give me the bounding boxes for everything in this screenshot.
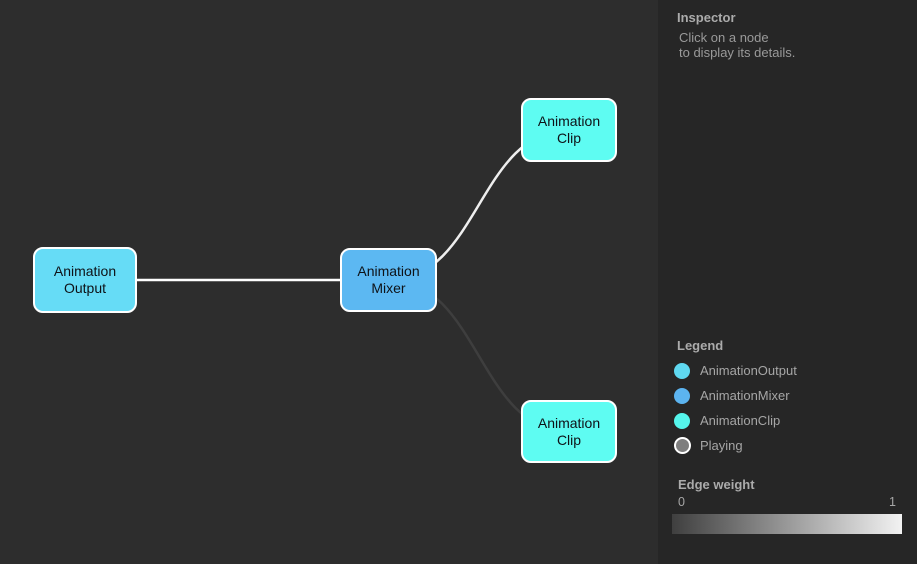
edge-weight-gradient-bar <box>672 514 902 534</box>
legend-item-animation-mixer: AnimationMixer <box>674 383 903 408</box>
edge-weight-min-label: 0 <box>678 495 685 509</box>
inspector-title: Inspector <box>677 10 736 25</box>
legend-item-playing: Playing <box>673 433 903 458</box>
inspector-section: Inspector Click on a node to display its… <box>677 10 903 60</box>
animation-clip-color-icon <box>674 412 690 429</box>
playing-ring-icon <box>673 437 691 454</box>
graph-node-animation-mixer[interactable]: Animation Mixer <box>340 248 437 312</box>
inspector-hint-line: Click on a node <box>679 30 769 45</box>
edge-weight-section: Edge weight 0 1 <box>672 477 902 534</box>
graph-node-animation-clip-top[interactable]: Animation Clip <box>521 98 617 162</box>
legend-item-animation-output: AnimationOutput <box>674 358 903 383</box>
edge-weight-max-label: 1 <box>889 495 896 509</box>
animation-output-color-icon <box>674 362 690 379</box>
legend-item-label: AnimationMixer <box>700 388 790 403</box>
animation-mixer-color-icon <box>674 387 690 404</box>
inspector-hint-line: to display its details. <box>679 45 796 60</box>
graph-node-animation-output[interactable]: Animation Output <box>33 247 137 313</box>
legend-item-animation-clip: AnimationClip <box>674 408 903 433</box>
legend-section: Legend AnimationOutput AnimationMixer An… <box>673 338 903 458</box>
graph-node-animation-clip-bottom[interactable]: Animation Clip <box>521 400 617 463</box>
legend-item-label: AnimationClip <box>700 413 781 428</box>
inspector-panel: Inspector Click on a node to display its… <box>658 0 917 564</box>
legend-item-label: AnimationOutput <box>700 363 797 378</box>
legend-title: Legend <box>677 338 724 353</box>
legend-item-label: Playing <box>700 438 743 453</box>
edge-weight-title: Edge weight <box>678 477 755 492</box>
